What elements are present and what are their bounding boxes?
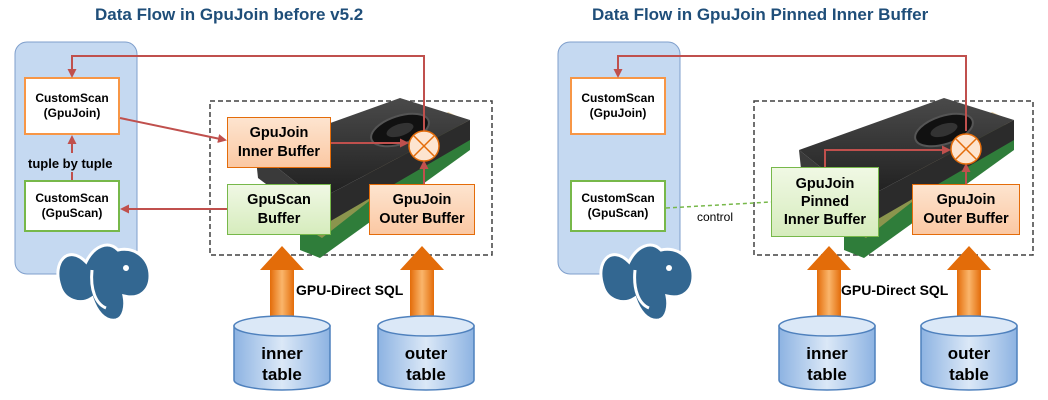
right-pinned-to-join-arrow — [824, 145, 951, 167]
right-join-result-arrow — [613, 55, 967, 131]
right-outer-table-cylinder — [920, 315, 1018, 391]
left-outer-table-flow-arrow — [400, 246, 444, 318]
left-customscan-gpuscan-box: CustomScan (GpuScan) — [24, 180, 120, 232]
right-postgresql-elephant-logo — [599, 243, 695, 322]
right-customscan-gpuscan-box: CustomScan (GpuScan) — [570, 180, 666, 232]
left-inner-table-cylinder — [233, 315, 331, 391]
left-customscan-gpujoin-box: CustomScan (GpuJoin) — [24, 77, 120, 135]
right-outer-table-flow-arrow — [947, 246, 991, 318]
right-inner-table-cylinder — [778, 315, 876, 391]
left-outer-table-cylinder — [377, 315, 475, 391]
left-gpujoin-inner-buffer: GpuJoin Inner Buffer — [227, 117, 331, 168]
right-inner-table-flow-arrow — [807, 246, 851, 318]
right-outer-table-label: outer table — [947, 343, 991, 384]
left-diagram-title: Data Flow in GpuJoin before v5.2 — [95, 5, 364, 24]
left-outer-table-label: outer table — [404, 343, 448, 384]
right-customscan-gpujoin-box: CustomScan (GpuJoin) — [570, 77, 666, 135]
right-gpujoin-outer-buffer: GpuJoin Outer Buffer — [912, 184, 1020, 235]
left-join-to-inner-buffer-arrow — [119, 117, 227, 143]
left-gpuscan-buffer: GpuScan Buffer — [227, 184, 331, 235]
right-control-label: control — [697, 210, 734, 224]
left-join-operator-icon — [408, 130, 440, 162]
right-gpu-direct-sql-label: GPU-Direct SQL — [841, 282, 949, 298]
right-control-dashed-line — [665, 201, 772, 209]
left-inner-table-flow-arrow — [260, 246, 304, 318]
left-tuple-by-tuple-label: tuple by tuple — [28, 156, 113, 171]
right-inner-table-label: inner table — [806, 343, 848, 384]
left-gpujoin-outer-buffer: GpuJoin Outer Buffer — [369, 184, 475, 235]
right-join-operator-icon — [950, 133, 982, 165]
left-gpu-direct-sql-label: GPU-Direct SQL — [296, 282, 404, 298]
left-join-result-arrow — [67, 55, 425, 131]
right-gpujoin-pinned-inner-buffer: GpuJoin Pinned Inner Buffer — [771, 167, 879, 237]
left-gpu-area — [209, 100, 493, 256]
right-diagram-title: Data Flow in GpuJoin Pinned Inner Buffer — [592, 5, 929, 24]
left-inner-table-label: inner table — [261, 343, 303, 384]
left-postgresql-elephant-logo — [56, 243, 152, 322]
right-gpu-area — [753, 100, 1034, 256]
